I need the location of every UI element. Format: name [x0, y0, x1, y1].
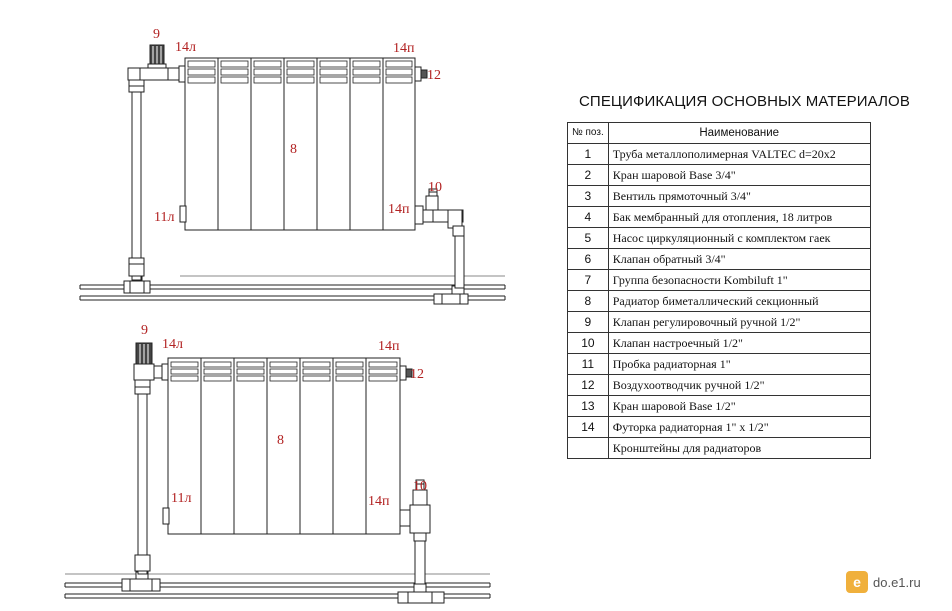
header-num: № поз. [567, 122, 609, 144]
top-air-vent [414, 66, 428, 82]
bottom-labels: 9 14л 14п 12 8 11л 14п 10 [141, 323, 427, 509]
bottom-tee-fitting-left [121, 571, 161, 592]
row-name: Клапан обратный 3/4" [607, 248, 871, 270]
top-tee-fitting-left [123, 275, 151, 294]
watermark-logo: e do.e1.ru [846, 571, 921, 593]
label-air-vent-12: 12 [410, 367, 424, 382]
label-adapter-14p: 14п [393, 41, 415, 56]
row-name: Клапан регулировочный ручной 1/2" [607, 311, 871, 333]
row-name: Кронштейны для радиаторов [607, 437, 871, 459]
top-labels: 9 14л 14п 12 8 11л 14п 10 [153, 27, 442, 225]
row-name: Радиатор биметаллический секционный [607, 290, 871, 312]
row-num: 3 [567, 185, 609, 207]
row-num: 12 [567, 374, 609, 396]
row-num: 9 [567, 311, 609, 333]
row-name: Футорка радиаторная 1" х 1/2" [607, 416, 871, 438]
row-name: Кран шаровой Base 1/2" [607, 395, 871, 417]
label-adapter-14l: 14л [162, 337, 183, 352]
row-num: 7 [567, 269, 609, 291]
row-name: Воздухоотводчик ручной 1/2" [607, 374, 871, 396]
bottom-radiator-plug [162, 507, 170, 525]
label-air-vent-12: 12 [427, 68, 441, 83]
row-num: 4 [567, 206, 609, 228]
top-radiator [184, 57, 416, 231]
bottom-scheme [64, 342, 491, 604]
row-name: Кран шаровой Base 3/4" [607, 164, 871, 186]
e1-logo-icon: e [846, 571, 868, 593]
row-num: 14 [567, 416, 609, 438]
label-adapter-14p-bottom: 14п [388, 202, 410, 217]
row-num: 5 [567, 227, 609, 249]
table-row: 13 Кран шаровой Base 1/2" [567, 395, 871, 417]
label-valve-9: 9 [141, 323, 148, 338]
label-radiator-8: 8 [290, 142, 297, 157]
bottom-left-riser [134, 379, 151, 575]
row-name: Вентиль прямоточный 3/4" [607, 185, 871, 207]
row-name: Пробка радиаторная 1" [607, 353, 871, 375]
top-radiator-plug [179, 205, 187, 223]
label-setting-valve-10: 10 [413, 479, 427, 494]
bottom-regulating-valve [133, 342, 169, 381]
label-adapter-14p-bottom: 14п [368, 494, 390, 509]
row-name: Труба металлополимерная VALTEC d=20x2 [607, 143, 871, 165]
label-plug-11l: 11л [171, 491, 191, 506]
row-name: Клапан настроечный 1/2" [607, 332, 871, 354]
bottom-radiator [167, 357, 401, 535]
table-row: Кронштейны для радиаторов [567, 437, 871, 459]
top-regulating-valve [127, 44, 186, 83]
spec-header-row: № поз. Наименование [567, 122, 871, 144]
label-adapter-14p: 14п [378, 339, 400, 354]
label-plug-11l: 11л [154, 210, 174, 225]
row-name: Группа безопасности Kombiluft 1" [607, 269, 871, 291]
row-num: 10 [567, 332, 609, 354]
label-setting-valve-10: 10 [428, 180, 442, 195]
label-valve-9: 9 [153, 27, 160, 42]
heating-diagram: 9 14л 14п 12 8 11л 14п 10 9 14л 14п 12 8… [64, 27, 506, 604]
bottom-setting-valve [399, 479, 431, 585]
row-num [567, 437, 609, 459]
row-num: 6 [567, 248, 609, 270]
row-name: Бак мембранный для отопления, 18 литров [607, 206, 871, 228]
spec-title: СПЕЦИФИКАЦИЯ ОСНОВНЫХ МАТЕРИАЛОВ [579, 93, 910, 110]
table-row: 9 Клапан регулировочный ручной 1/2" [567, 311, 871, 333]
label-radiator-8: 8 [277, 433, 284, 448]
header-name: Наименование [607, 122, 871, 144]
row-num: 8 [567, 290, 609, 312]
bottom-air-vent [399, 365, 413, 381]
label-adapter-14l: 14л [175, 40, 196, 55]
top-setting-valve [414, 188, 465, 289]
bottom-tee-fitting-right [397, 583, 445, 604]
top-left-riser [128, 79, 145, 281]
row-num: 13 [567, 395, 609, 417]
row-num: 2 [567, 164, 609, 186]
watermark-text: do.e1.ru [873, 574, 921, 590]
top-scheme [79, 44, 506, 305]
row-name: Насос циркуляционный с комплектом гаек [607, 227, 871, 249]
row-num: 11 [567, 353, 609, 375]
row-num: 1 [567, 143, 609, 165]
